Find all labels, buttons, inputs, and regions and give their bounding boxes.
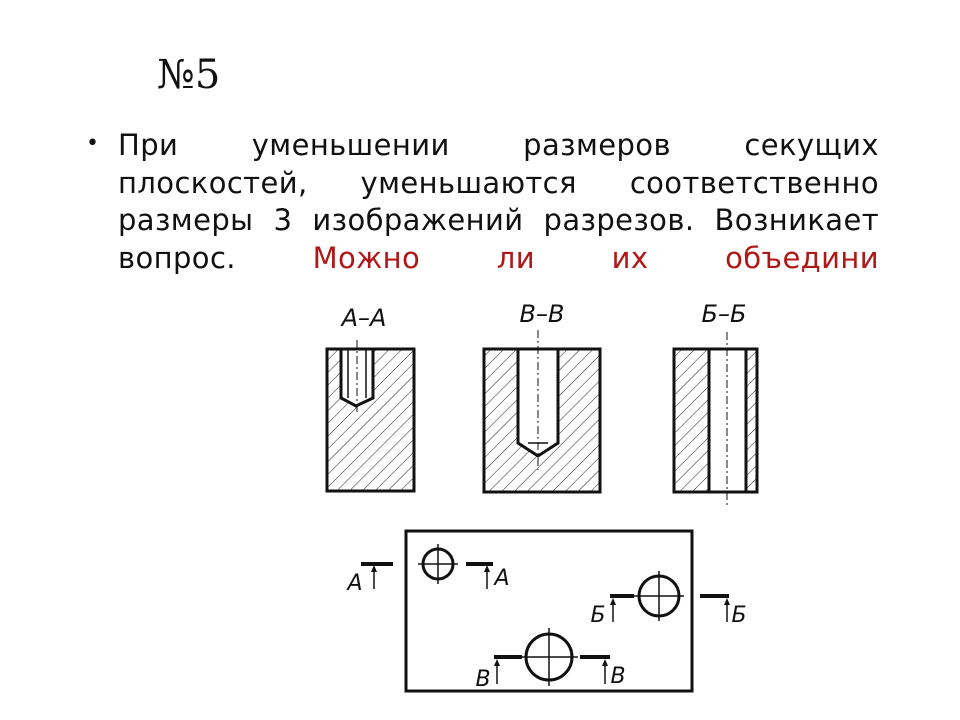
cutting-plane-b: Б Б [590,594,747,628]
section-b-b-label: Б–Б [702,300,747,328]
plan-hole-a [418,544,458,584]
cutting-plane-a-right-label: А [492,566,509,591]
bullet-line-4-prefix: Возникает вопрос. [118,203,879,275]
section-v-v-label: В–В [520,300,565,328]
section-v-v-hole [516,347,560,458]
section-b-b-through-hole [707,347,748,494]
plan-view: А А Б Б В В [345,529,747,693]
bullet-line-3: размеры 3 изображений разрезов. [118,203,695,237]
section-v-v: В–В [482,300,602,494]
bullet-line-2: плоскостей, уменьшаются соответственно [118,165,879,200]
plan-hole-b [634,571,684,621]
cutting-plane-v: В В [475,655,626,692]
section-a-a: А–А [325,304,416,493]
cutting-plane-v-right-label: В [610,664,625,689]
bullet-line-5-highlight: объедини [725,240,879,275]
cutting-plane-b-right-label: Б [731,603,746,628]
slide-title: №5 [157,52,221,98]
section-a-a-label: А–А [340,304,387,332]
bullet-line-1: При уменьшении размеров секущих [118,128,879,162]
bullet-dot: • [86,131,99,156]
bullet-line-4-highlight: Можно ли их [312,240,649,275]
cutting-plane-a: А А [345,562,510,596]
cutting-plane-a-left-label: А [345,571,362,596]
cutting-plane-v-left-label: В [475,667,490,692]
plan-hole-v [520,628,578,686]
section-b-b: Б–Б [672,300,759,506]
plan-view-outline [404,529,694,693]
bullet-text: При уменьшении размеров секущих плоскост… [118,127,879,277]
cutting-plane-b-left-label: Б [590,603,605,628]
